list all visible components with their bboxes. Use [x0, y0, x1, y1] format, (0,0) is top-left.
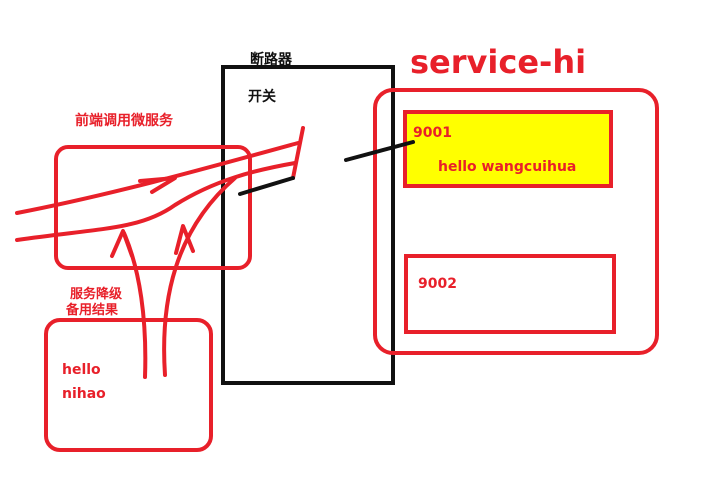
frontend-label: 前端调用微服务	[75, 112, 174, 129]
fallback-arrowhead-up	[110, 229, 134, 258]
instance-9002-box	[404, 254, 616, 334]
instance-9001-box	[403, 110, 613, 188]
request-arrowhead-upper	[138, 176, 177, 194]
fallback-arrow-down	[162, 176, 237, 377]
fallback-label-line2: 备用结果	[65, 302, 118, 318]
switch-label: 开关	[248, 88, 276, 105]
fallback-arrow-up	[122, 231, 148, 379]
fallback-label-line1: 服务降级	[70, 286, 123, 302]
breaker-input-line	[238, 176, 295, 196]
instance-9001-port: 9001	[413, 125, 452, 141]
breaker-output-line	[344, 140, 415, 162]
instance-9002-port: 9002	[418, 276, 457, 292]
request-arrow-lower	[15, 161, 297, 242]
breaker-switch-contact	[291, 126, 305, 180]
fallback-box	[44, 318, 213, 452]
fallback-arrowhead-down	[174, 224, 195, 255]
service-title: service-hi	[410, 43, 586, 81]
instance-9001-message: hello wangcuihua	[438, 159, 576, 175]
service-container	[373, 88, 659, 355]
fallback-result-line1: hello	[62, 362, 101, 378]
circuit-breaker-box	[221, 65, 395, 385]
circuit-breaker-title: 断路器	[250, 51, 293, 68]
frontend-box	[54, 145, 252, 270]
fallback-result-line2: nihao	[62, 386, 106, 402]
